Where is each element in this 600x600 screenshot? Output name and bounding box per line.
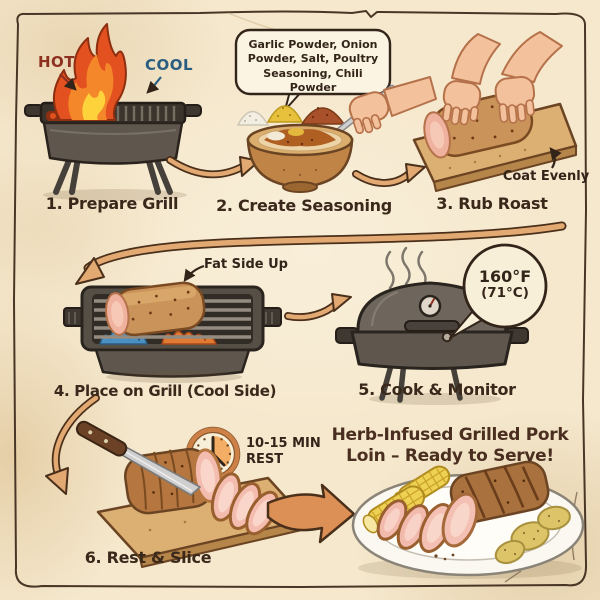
coat-evenly-note: Coat Evenly [502, 169, 590, 184]
knife-icon [75, 420, 201, 496]
rubbing-hands-icon [442, 31, 563, 126]
step4-place-on-grill-illustration [63, 264, 282, 383]
fat-side-up-arrow-icon [183, 264, 205, 282]
cool-arrow-icon [146, 76, 162, 94]
step1-prepare-grill-illustration [24, 23, 202, 201]
arrow-step3-to-step4-icon [75, 221, 567, 285]
hot-label: HOT [38, 53, 76, 71]
rest-time-line2: REST [246, 452, 284, 468]
arrow-step4-to-step5-icon [284, 293, 352, 322]
step4-label: 4. Place on Grill (Cool Side) [53, 382, 277, 400]
rest-time-line1: 10-15 MIN [246, 436, 321, 451]
stirring-hand-icon [348, 76, 437, 135]
step2-label: 2. Create Seasoning [216, 196, 392, 215]
seasoning-list-bubble-text: Garlic Powder, Onion Powder, Salt, Poult… [247, 38, 379, 94]
serving-plate-illustration [351, 460, 585, 579]
final-title-line1: Herb-Infused Grilled Pork [331, 425, 569, 445]
arrow-step1-to-step2-icon [166, 156, 260, 179]
temperature-fahrenheit: 160°F [478, 267, 532, 286]
step6-rest-slice-illustration [75, 420, 308, 568]
roast-on-grill-icon [105, 281, 206, 337]
arrow-step5-to-step6-icon [45, 394, 100, 495]
step2-create-seasoning-illustration [234, 28, 437, 193]
spice-piles-icon [236, 105, 346, 126]
step3-rub-roast-illustration [412, 31, 578, 192]
arrow-step2-to-step3-icon [352, 163, 426, 187]
step3-label: 3. Rub Roast [436, 194, 548, 213]
arrow-step6-to-plate-icon [266, 483, 356, 544]
lid-thermometer-icon [418, 294, 442, 318]
coat-evenly-arrow-icon [549, 147, 562, 169]
cool-label: COOL [145, 56, 194, 74]
potatoes-icon [494, 505, 571, 565]
flames-icon [53, 23, 127, 121]
step5-label: 5. Cook & Monitor [358, 380, 516, 399]
step1-label: 1. Prepare Grill [45, 194, 179, 213]
seasoning-bowl-icon [246, 123, 354, 193]
fat-side-up-note: Fat Side Up [204, 257, 288, 272]
hot-arrow-icon [59, 73, 77, 91]
temperature-bubble [449, 243, 548, 339]
steam-icon [385, 246, 427, 290]
final-title-line2: Loin – Ready to Serve! [346, 446, 554, 467]
step5-cook-monitor-illustration [335, 243, 548, 405]
speech-bubble [234, 28, 392, 111]
pork-slices-icon [376, 492, 479, 553]
temperature-celsius: (71°C) [481, 285, 529, 302]
step6-label: 6. Rest & Slice [84, 548, 212, 567]
final-title: Herb-Infused Grilled Pork Loin – Ready t… [325, 425, 575, 468]
target-temperature: 160°F (71°C) [462, 267, 548, 302]
rest-time-note: 10-15 MIN REST [246, 436, 346, 469]
